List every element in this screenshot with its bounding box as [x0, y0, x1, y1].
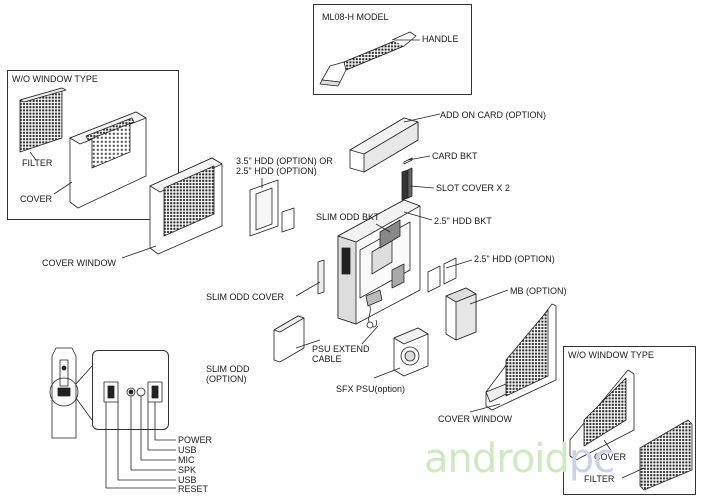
label-front-reset: RESET — [178, 484, 209, 494]
label-front-spk: SPK — [178, 465, 197, 475]
label-sfx-psu: SFX PSU(option) — [336, 384, 406, 394]
leader-lines — [29, 39, 645, 479]
wo-window-type-box-right — [563, 346, 696, 495]
mb-part — [445, 287, 477, 341]
psu-cable-plug — [366, 321, 374, 329]
watermark-text-main: android — [424, 436, 570, 482]
label-cover-right: COVER — [594, 452, 627, 462]
label-cover-window-right: COVER WINDOW — [438, 414, 512, 424]
front-panel-leader-lines — [105, 396, 176, 489]
watermark-logo: androidpc — [424, 436, 615, 482]
label-front-power: POWER — [178, 435, 213, 445]
label-hdd25-bkt: 2.5" HDD BKT — [434, 216, 492, 226]
main-chassis-part — [337, 199, 421, 325]
label-hdd35: 3.5" HDD (OPTION) OR 2.5" HDD (OPTION) — [236, 156, 333, 176]
label-front-mic: MIC — [178, 455, 195, 465]
label-front-usb-1: USB — [178, 445, 197, 455]
front-panel-zoom-box — [92, 350, 169, 430]
hdd35-part — [249, 179, 295, 237]
hdd25-part — [427, 257, 457, 293]
wo-window-type-box-left — [7, 70, 179, 220]
label-slot-cover: SLOT COVER X 2 — [436, 183, 510, 193]
slim-odd-part — [273, 315, 305, 363]
card-bkt-part — [403, 157, 413, 165]
label-mb-option: MB (OPTION) — [510, 286, 567, 296]
cover-window-right-part — [485, 303, 557, 411]
zoom-lines — [75, 365, 93, 421]
label-cover-left: COVER — [20, 194, 53, 204]
slim-odd-cover-part — [317, 259, 325, 295]
label-cover-window-left: COVER WINDOW — [42, 258, 116, 268]
sfx-psu-part — [393, 327, 429, 377]
label-add-on-card: ADD ON CARD (OPTION) — [440, 110, 547, 120]
label-card-bkt: CARD BKT — [432, 151, 478, 161]
label-filter-right: FILTER — [584, 474, 615, 484]
label-ml08-model: ML08-H MODEL — [322, 12, 389, 22]
filter-left-part — [19, 87, 67, 153]
front-view-tower — [51, 347, 77, 439]
label-slim-odd-cover: SLIM ODD COVER — [206, 292, 285, 302]
cover-right-part — [569, 369, 635, 461]
label-psu-extend-cable: PSU EXTEND CABLE — [312, 344, 370, 364]
handle-part — [319, 31, 417, 87]
ml08-model-box — [313, 4, 472, 95]
add-on-card-part — [349, 117, 419, 173]
label-wo-window-type-right: W/O WINDOW TYPE — [568, 350, 654, 360]
label-slim-odd-bkt: SLIM ODD BKT — [316, 212, 380, 222]
filter-right-part — [639, 419, 693, 491]
label-hdd25-option: 2.5" HDD (OPTION) — [474, 254, 555, 264]
label-wo-window-type-left: W/O WINDOW TYPE — [12, 74, 98, 84]
label-handle: HANDLE — [422, 34, 459, 44]
front-view-zoom-circle — [49, 377, 79, 407]
cover-left-part — [69, 111, 147, 209]
front-panel-zoomed — [103, 381, 163, 403]
label-front-usb-2: USB — [178, 475, 197, 485]
slot-cover-part — [401, 167, 413, 201]
watermark-text-accent: pc — [568, 436, 615, 482]
cover-window-left-part — [149, 157, 223, 255]
label-slim-odd-option: SLIM ODD (OPTION) — [206, 364, 250, 384]
label-filter-left: FILTER — [22, 158, 53, 168]
